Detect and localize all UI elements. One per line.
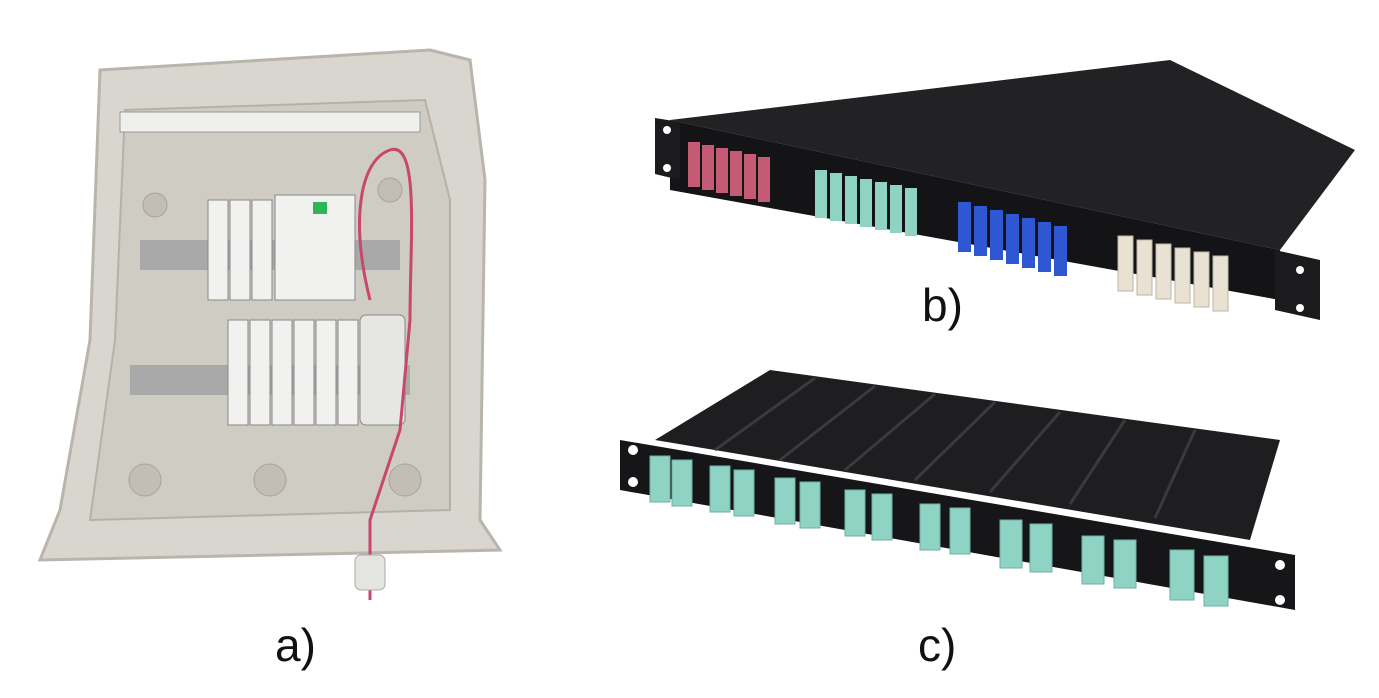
rack-hole <box>1275 560 1285 570</box>
photo-c-patch-panel <box>600 360 1310 630</box>
rack-ear-left <box>655 118 680 180</box>
enclosure-tray <box>88 98 451 522</box>
lc-adapter-group-rose <box>688 142 770 202</box>
lc-adapter-group-blue <box>958 202 1067 276</box>
fiber-cable <box>358 147 414 600</box>
mounting-bosses <box>128 177 422 497</box>
patch-panel-c-illustration <box>620 370 1295 610</box>
panel-c-top <box>655 370 1280 540</box>
breaker-row-bottom <box>227 314 406 426</box>
caption-a: a) <box>275 619 316 671</box>
breaker-row-top <box>207 194 356 301</box>
cassette-dividers <box>714 376 1197 519</box>
lc-adapter-group-beige <box>1117 235 1229 312</box>
lc-adapter-group-aqua <box>815 170 917 236</box>
lc-adapter-pairs-aqua <box>649 455 1229 607</box>
caption-b: b) <box>922 279 963 331</box>
rack-hole <box>628 445 638 455</box>
patch-panel-b-illustration <box>655 60 1355 320</box>
rack-ear-right <box>1275 250 1320 320</box>
caption-c: c) <box>918 619 957 671</box>
terminal-strip <box>119 111 421 133</box>
photo-a-enclosure <box>30 40 510 610</box>
cable-gland <box>354 554 386 591</box>
rack-hole <box>628 477 638 487</box>
photo-b-patch-panel <box>640 50 1360 340</box>
panel-b-lid <box>670 60 1355 250</box>
enclosure-illustration <box>37 48 503 600</box>
rack-hole <box>1275 595 1285 605</box>
